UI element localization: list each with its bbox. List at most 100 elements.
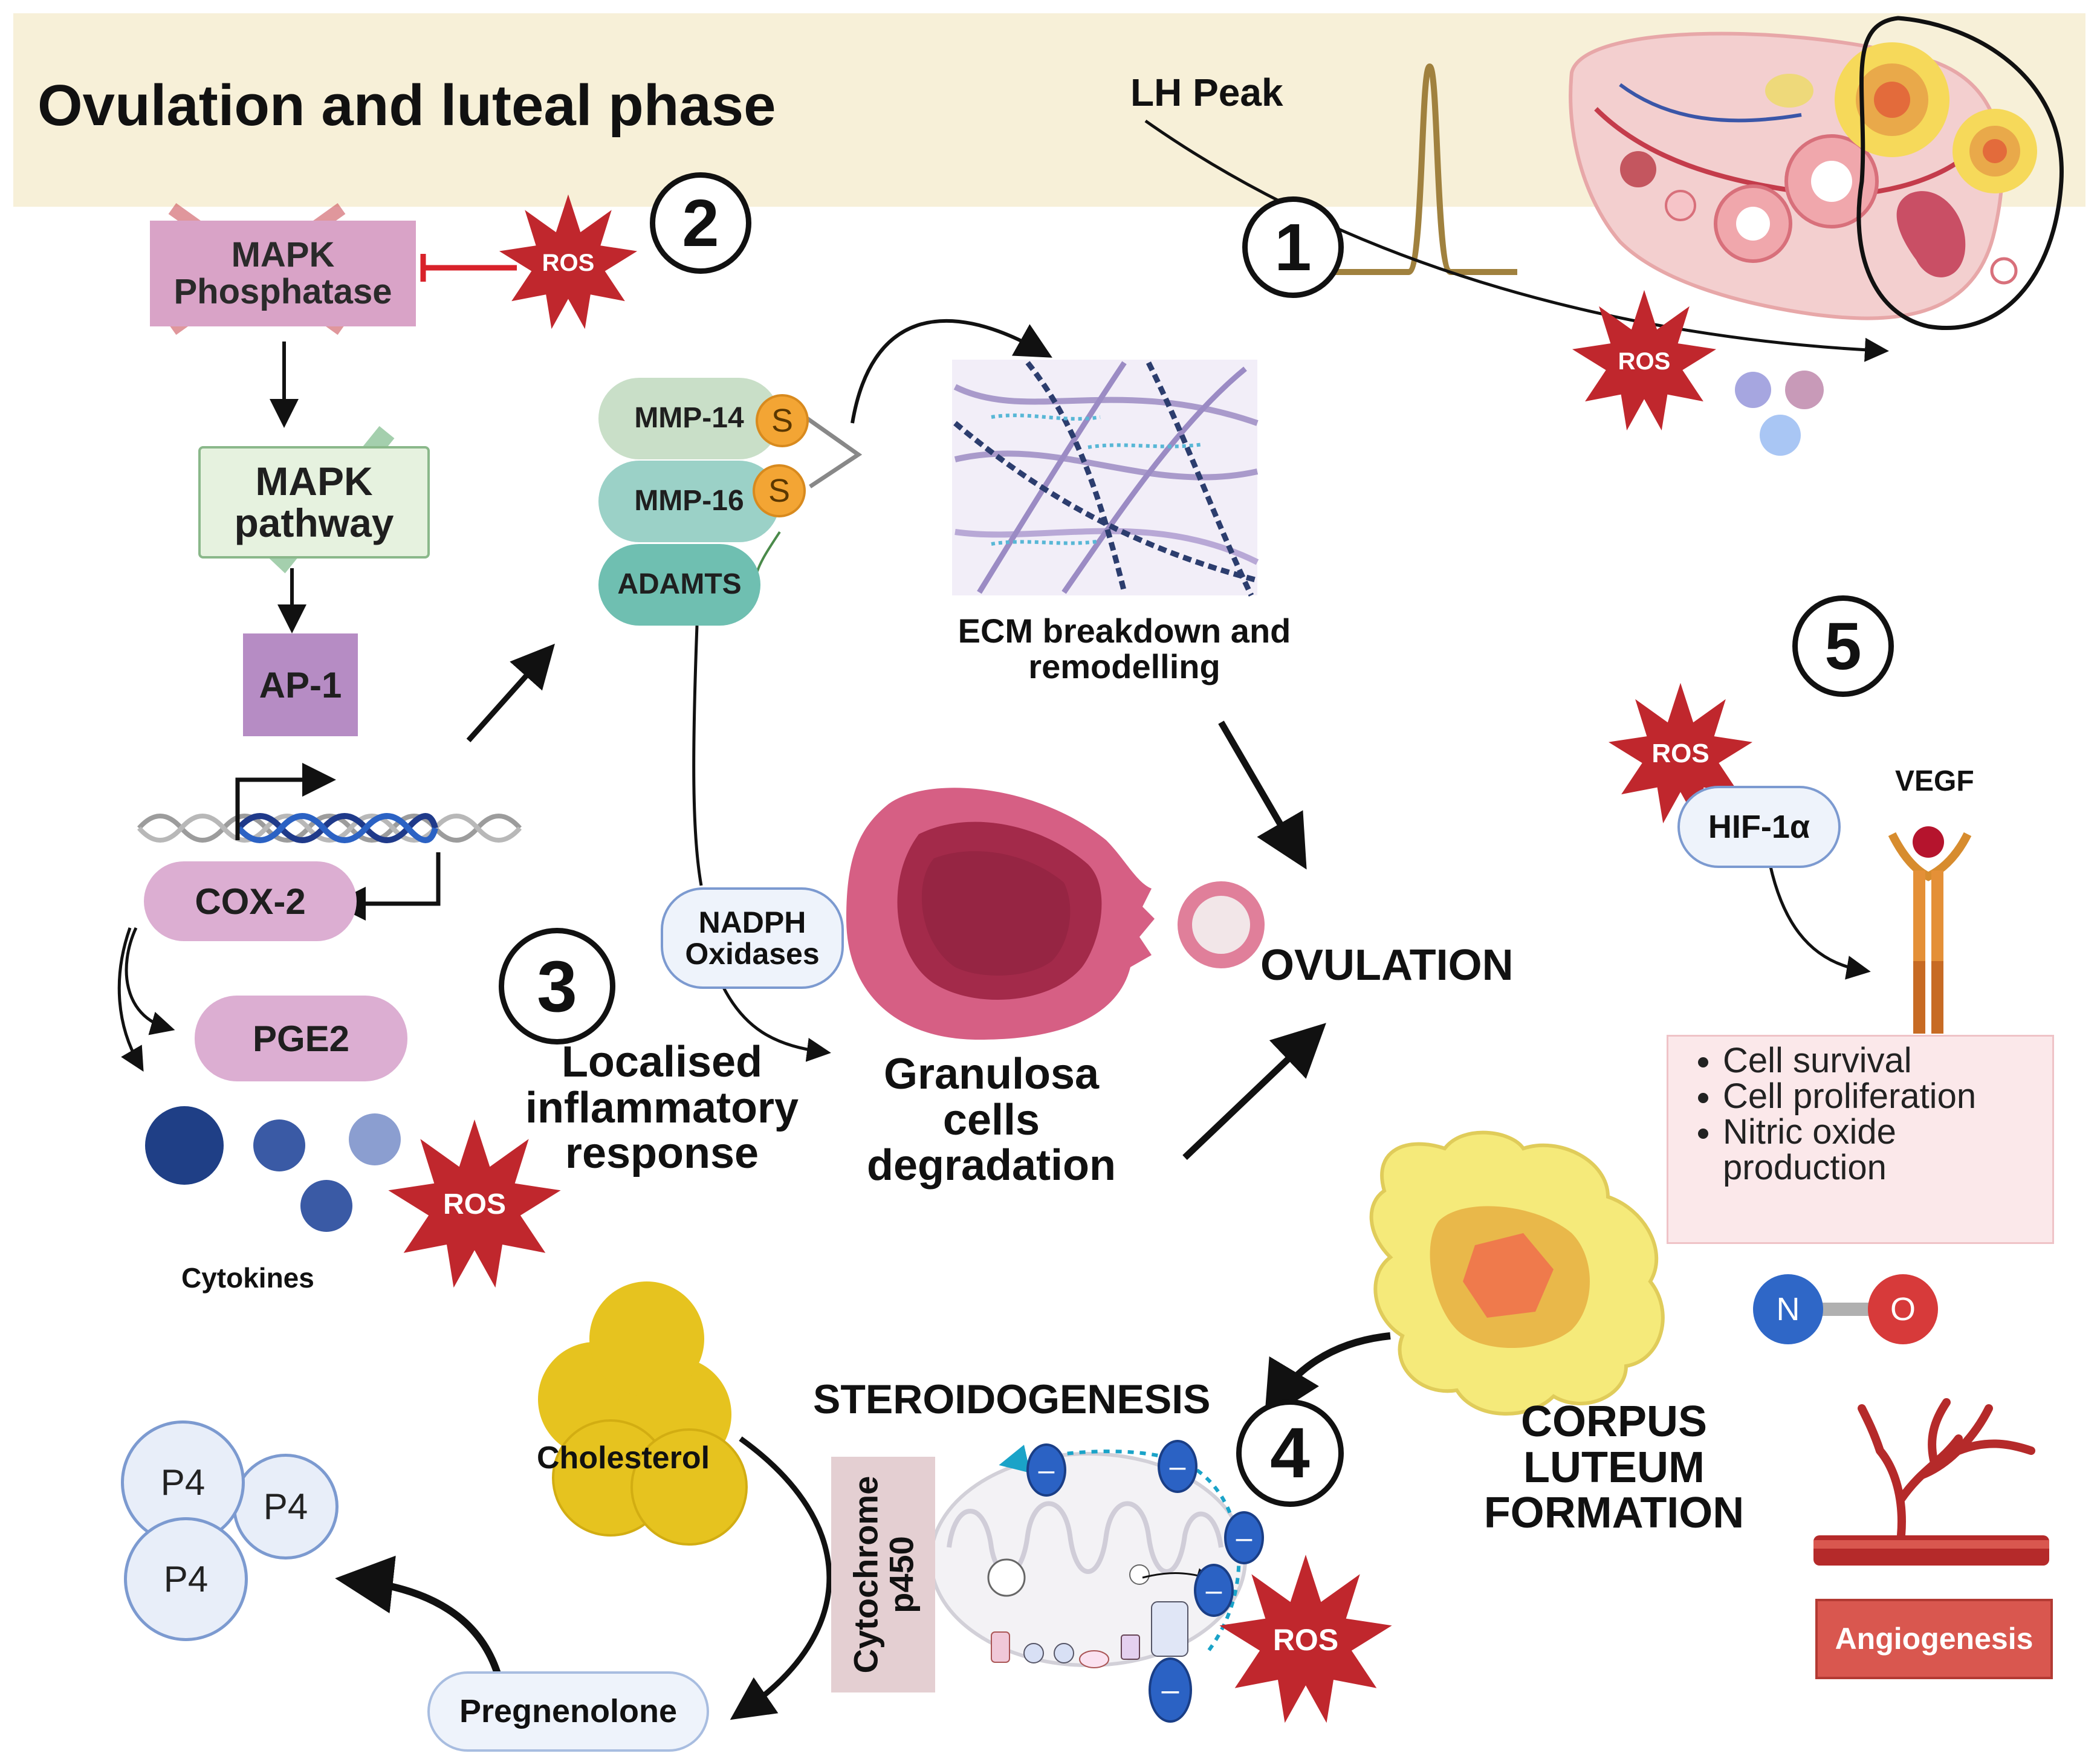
- granulosa-line2: cells: [942, 1095, 1040, 1144]
- immune-cell: [1785, 371, 1824, 409]
- arrow-ecm-to-ovulation: [1218, 721, 1307, 870]
- vegf-effect-item: Cell survival: [1723, 1043, 2052, 1078]
- step-5-badge: 5: [1792, 595, 1894, 697]
- cytokine: [300, 1180, 352, 1232]
- angiogenesis-box: Angiogenesis: [1815, 1599, 2053, 1679]
- ros-label: ROS: [1272, 1622, 1339, 1657]
- ovary-illustration: [1569, 16, 2064, 330]
- mapk-pathway-line2: pathway: [234, 500, 394, 545]
- ros-label: ROS: [542, 249, 595, 276]
- electron: –: [1224, 1511, 1264, 1564]
- corpus-line2: LUTEUM: [1523, 1443, 1705, 1492]
- corpus-line3: FORMATION: [1483, 1489, 1745, 1538]
- cytokine: [349, 1113, 401, 1165]
- cholesterol-label: Cholesterol: [537, 1440, 710, 1475]
- cytokines-label: Cytokines: [181, 1262, 314, 1294]
- oxygen-label: O: [1890, 1291, 1916, 1327]
- nadph-line2: Oxidases: [685, 937, 820, 971]
- nitrogen-label: N: [1776, 1291, 1800, 1327]
- pregnenolone-box: Pregnenolone: [427, 1671, 709, 1752]
- page-title: Ovulation and luteal phase: [37, 73, 776, 138]
- cytochrome-label: Cytochrome p450: [839, 1459, 930, 1691]
- cox2-to-cytokines-arrow: [117, 927, 144, 1072]
- adamts-box: ADAMTS: [598, 544, 760, 626]
- hif1a-box: HIF-1α: [1677, 786, 1841, 868]
- electron: –: [1158, 1440, 1197, 1493]
- inflammatory-label: Localised inflammatory response: [517, 1038, 807, 1178]
- arrow-nadph-to-granulosa: [721, 984, 831, 1062]
- vegf-receptor: [1888, 826, 1972, 1034]
- ecm-label-line2: remodelling: [1028, 647, 1220, 685]
- electron: –: [1194, 1564, 1234, 1617]
- immune-cell: [1735, 372, 1771, 408]
- granulosa-label: Granulosa cells degradation: [846, 1050, 1136, 1190]
- cox2-to-pge2-arrow: [125, 927, 175, 1035]
- disulfide-s-2: S: [753, 464, 806, 517]
- mapk-phosphatase-line1: MAPK: [231, 235, 335, 274]
- arrow-mmp-to-ecm: [851, 319, 1052, 424]
- transcription-arrow: [235, 763, 336, 840]
- electron: –: [1149, 1657, 1192, 1723]
- arrow-hif-to-vegf: [1766, 855, 1871, 980]
- ovulation-label: OVULATION: [1260, 941, 1514, 990]
- step-2-badge: 2: [650, 172, 751, 274]
- corpus-line1: CORPUS: [1520, 1398, 1708, 1446]
- nitrogen-atom: [1753, 1274, 1823, 1344]
- dna-to-cox2-arrow: [332, 852, 441, 921]
- ecm-fiber-image: [952, 360, 1259, 597]
- nadph-line1: NADPH: [698, 905, 806, 939]
- granulosa-line3: degradation: [866, 1141, 1116, 1190]
- immune-cell: [1760, 415, 1801, 456]
- pge2-box: PGE2: [195, 996, 407, 1081]
- vegf-effect-item: Cell proliferation: [1723, 1078, 2052, 1114]
- mapk-pathway-box: MAPK pathway: [198, 446, 430, 559]
- mapk-phosphatase-line2: Phosphatase: [173, 271, 392, 311]
- mmp16-box: MMP-16: [598, 461, 780, 542]
- corpus-luteum: [1369, 1130, 1665, 1416]
- arrow-granulosa-to-ovulation: [1182, 1023, 1326, 1160]
- cox2-box: COX-2: [144, 861, 357, 941]
- ros-label: ROS: [442, 1188, 506, 1220]
- disulfide-s-1: S: [756, 394, 809, 447]
- vegf-label: VEGF: [1895, 765, 1974, 797]
- vegf-effects-list: Cell survival Cell proliferation Nitric …: [1668, 1043, 2052, 1186]
- blood-vessel: [1813, 1398, 2049, 1566]
- lh-peak-label: LH Peak: [1130, 71, 1283, 114]
- inflammatory-line2: inflammatory: [525, 1083, 799, 1132]
- cytochrome-line1: Cytochrome: [846, 1475, 885, 1674]
- inflammatory-line3: response: [565, 1129, 759, 1178]
- vegf-effects-box: Cell survival Cell proliferation Nitric …: [1667, 1035, 2054, 1244]
- cytochrome-line2: p450: [882, 1536, 921, 1613]
- ecm-label: ECM breakdown and remodelling: [931, 612, 1318, 685]
- ap1-box: AP-1: [243, 633, 358, 736]
- arrow-to-mmp: [466, 643, 555, 742]
- p4-molecule: P4: [233, 1454, 339, 1560]
- p4-molecule: P4: [124, 1517, 248, 1641]
- ruptured-follicle: [846, 788, 1155, 1040]
- vegf-effect-item: Nitric oxide production: [1723, 1114, 2052, 1185]
- arrow-pregnenolone-to-p4: [335, 1555, 502, 1679]
- dna-strand: [137, 813, 522, 843]
- arrow-cholesterol-to-pregnenolone: [730, 1436, 832, 1720]
- ros-label: ROS: [1651, 739, 1709, 768]
- ecm-label-line1: ECM breakdown and: [958, 612, 1291, 650]
- step-1-badge: 1: [1242, 196, 1344, 298]
- inflammatory-line1: Localised: [561, 1038, 763, 1086]
- corpus-luteum-label: CORPUS LUTEUM FORMATION: [1457, 1399, 1771, 1537]
- mapk-pathway-line1: MAPK: [255, 458, 373, 504]
- electron-transport-path: [999, 1445, 1241, 1651]
- lh-to-ovary-arrow: [1144, 119, 1889, 362]
- granulosa-line1: Granulosa: [883, 1050, 1100, 1098]
- mmp14-box: MMP-14: [598, 378, 780, 459]
- step-4-badge: 4: [1236, 1399, 1344, 1507]
- ros-label: ROS: [1618, 348, 1671, 375]
- mapk-phosphatase-box: MAPK Phosphatase: [150, 221, 416, 326]
- step-3-badge: 3: [499, 928, 615, 1045]
- lh-peak-curve: [1330, 63, 1517, 275]
- no-bond: [1810, 1303, 1871, 1316]
- arrow-corpus-to-steroidogenesis: [1264, 1332, 1391, 1421]
- oxygen-atom: [1868, 1274, 1938, 1344]
- steroidogenesis-label: STEROIDOGENESIS: [813, 1376, 1211, 1422]
- cytokine: [253, 1119, 305, 1171]
